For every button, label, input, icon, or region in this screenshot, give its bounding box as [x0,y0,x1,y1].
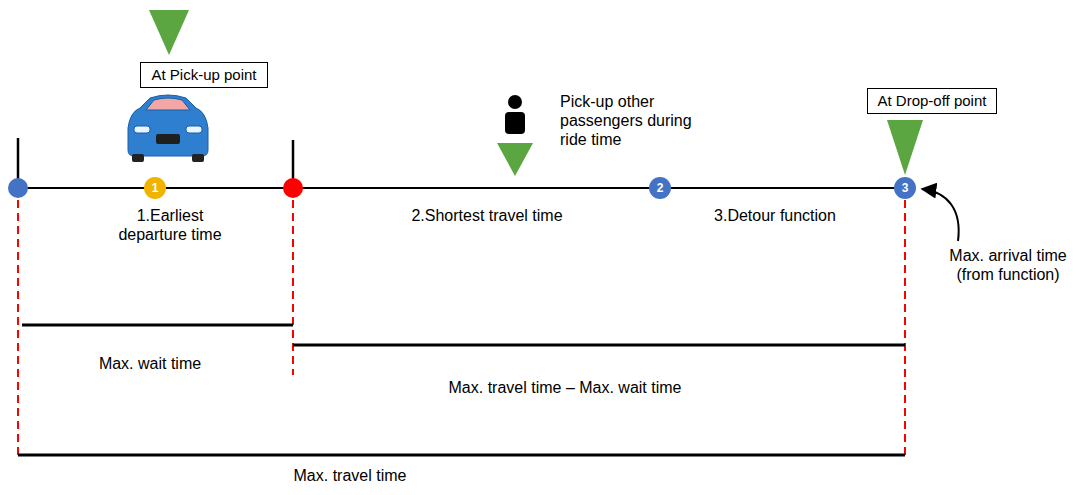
callout-number: 2 [657,181,664,195]
annotation-label: Max. travel time [294,466,407,485]
callout-number: 1 [152,181,159,195]
timeline-dot [8,178,28,198]
car-headlight [186,126,202,133]
callout-number: 3 [902,181,909,195]
pointer-triangle [149,10,189,55]
timeline-segment [671,187,894,189]
annotation-label: 3.Detour function [714,206,836,225]
car-grille [156,134,180,144]
car-windshield [146,98,190,110]
timeline-segment [166,187,649,189]
dashed-marker [904,200,906,460]
timeline-dot [283,178,303,198]
car-body [128,95,208,156]
annotation-label: Max. arrival time (from function) [938,246,1078,284]
step-circle: 1 [144,177,166,199]
box-label: At Pick-up point [151,66,256,83]
step-circle: 2 [649,177,671,199]
pointer-triangle [497,143,533,176]
box-label: At Drop-off point [878,92,987,109]
location-box: At Drop-off point [867,88,998,114]
annotation-label: 1.Earliest departure time [106,206,234,244]
person-body [505,112,525,134]
car-wheel [132,154,144,162]
car-wheel [192,154,204,162]
person-head [508,95,522,109]
location-box: At Pick-up point [140,62,267,88]
annotation-label: Pick-up other passengers during ride tim… [560,92,710,149]
annotation-label: Max. travel time – Max. wait time [449,378,682,397]
dashed-marker [292,200,294,375]
timeline-line [18,187,145,189]
annotation-label: 2.Shortest travel time [411,206,562,225]
step-circle: 3 [894,177,916,199]
dashed-marker [17,200,19,460]
annotation-label: Max. wait time [99,354,201,373]
duration-bar [22,324,293,327]
duration-bar [293,344,905,347]
pointer-triangle [887,120,923,175]
car-headlight [134,126,150,133]
leader-arrow [922,189,959,241]
duration-bar [18,454,905,457]
car-illustration [128,95,208,162]
